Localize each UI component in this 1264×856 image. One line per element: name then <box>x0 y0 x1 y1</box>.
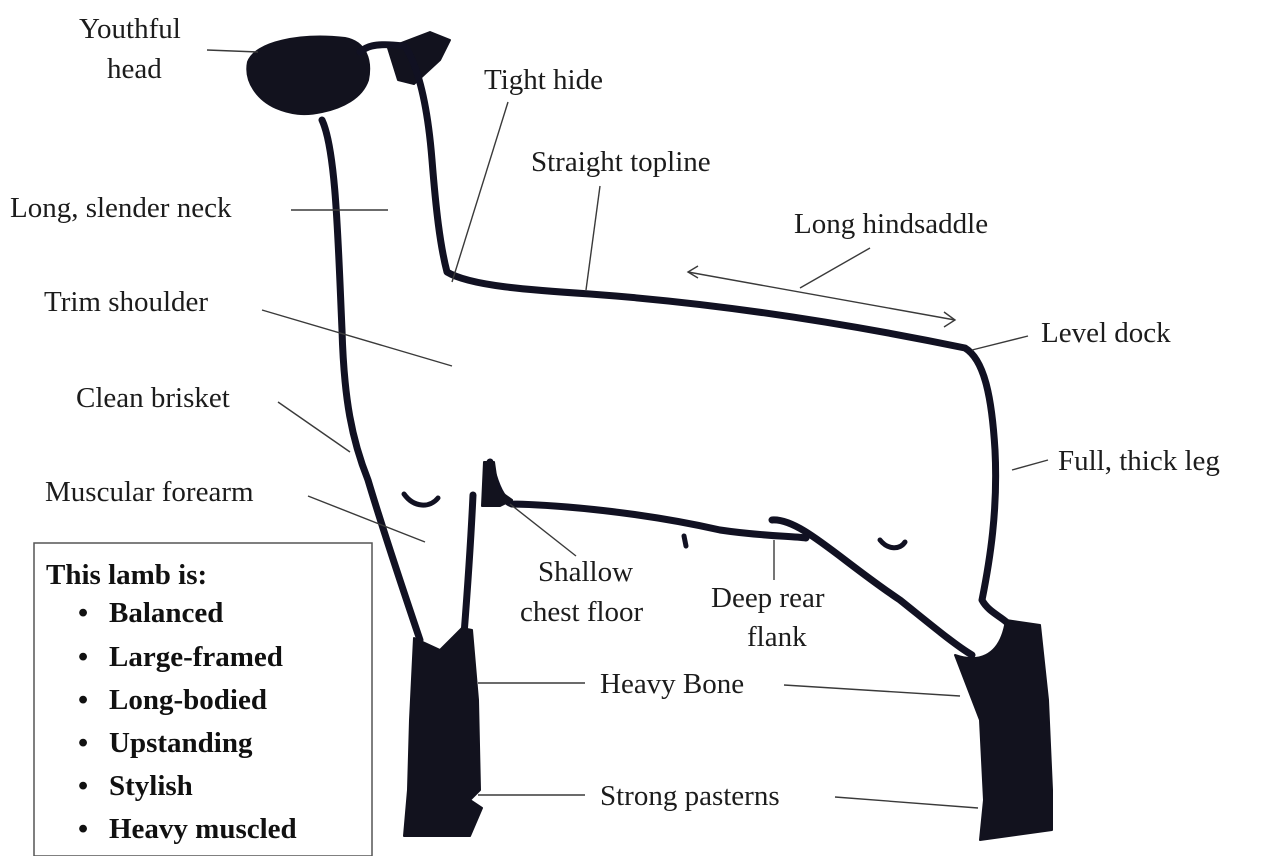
summary-bullet: • <box>78 684 88 716</box>
label-full-thick-leg: Full, thick leg <box>1058 445 1220 477</box>
leader-full-thick-leg <box>1012 460 1048 470</box>
label-long-hindsaddle: Long hindsaddle <box>794 208 988 240</box>
summary-item-balanced: Balanced <box>109 597 223 629</box>
rear-stifle-mark <box>880 540 905 548</box>
summary-item-large-framed: Large-framed <box>109 641 283 673</box>
summary-item-stylish: Stylish <box>109 770 193 802</box>
label-deep-rear-flank-line2: flank <box>747 621 807 653</box>
front-leg <box>404 628 482 836</box>
label-deep-rear-flank-line1: Deep rear <box>711 582 825 614</box>
label-heavy-bone: Heavy Bone <box>600 668 744 700</box>
summary-box-title: This lamb is: <box>46 559 207 591</box>
summary-bullet: • <box>78 641 88 673</box>
label-strong-pasterns: Strong pasterns <box>600 780 780 812</box>
label-youthful-head-line2: head <box>107 53 162 85</box>
summary-bullet: • <box>78 813 88 845</box>
summary-bullet: • <box>78 770 88 802</box>
leader-youthful-head <box>207 50 258 52</box>
leader-straight-topline <box>586 186 600 290</box>
leader-strong-pasterns-right <box>835 797 978 808</box>
label-shallow-chest-floor-line1: Shallow <box>538 556 633 588</box>
leader-muscular-forearm <box>308 496 425 542</box>
summary-bullet: • <box>78 727 88 759</box>
label-straight-topline: Straight topline <box>531 146 711 178</box>
leader-hindsaddle-arrow <box>688 272 955 320</box>
label-trim-shoulder: Trim shoulder <box>44 286 208 318</box>
label-youthful-head-line1: Youthful <box>79 13 181 45</box>
leader-heavy-bone-right <box>784 685 960 696</box>
lamb-head <box>247 37 369 114</box>
leader-level-dock <box>972 336 1028 350</box>
summary-item-long-bodied: Long-bodied <box>109 684 267 716</box>
label-shallow-chest-floor-line2: chest floor <box>520 596 644 628</box>
label-clean-brisket: Clean brisket <box>76 382 230 414</box>
leader-shallow-chest <box>510 504 576 556</box>
leader-trim-shoulder <box>262 310 452 366</box>
label-tight-hide: Tight hide <box>484 64 603 96</box>
lamb-body-outline <box>322 46 1012 660</box>
label-muscular-forearm: Muscular forearm <box>45 476 254 508</box>
leader-long-hindsaddle <box>800 248 870 288</box>
belly-tick <box>684 536 686 546</box>
leader-tight-hide <box>452 102 508 282</box>
label-long-slender-neck: Long, slender neck <box>10 192 232 224</box>
summary-item-heavy-muscled: Heavy muscled <box>109 813 297 845</box>
chest-wedge <box>482 462 512 506</box>
front-elbow-mark <box>404 494 438 505</box>
summary-box: This lamb is: • Balanced • Large-framed … <box>34 543 372 856</box>
leader-clean-brisket <box>278 402 350 452</box>
label-level-dock: Level dock <box>1041 317 1171 349</box>
summary-item-upstanding: Upstanding <box>109 727 253 759</box>
summary-bullet: • <box>78 597 88 629</box>
